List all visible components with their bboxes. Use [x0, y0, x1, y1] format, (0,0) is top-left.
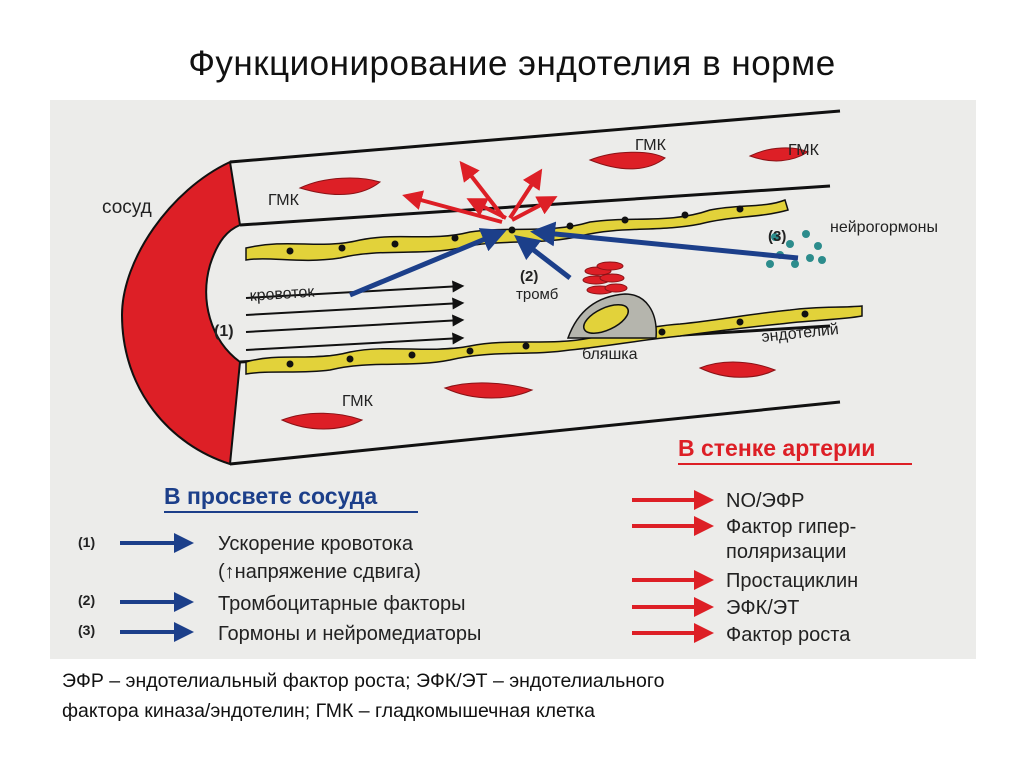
svg-text:Ускорение кровотока: Ускорение кровотока [218, 533, 414, 555]
label-smc-1: ГМК [268, 192, 300, 209]
blue-signal-arrows [349, 221, 799, 298]
label-smc-4: ГМК [342, 393, 374, 410]
legend-lumen-heading: В просвете сосуда [164, 483, 377, 509]
svg-text:(↑напряжение сдвига): (↑напряжение сдвига) [218, 561, 421, 583]
footnote-line-1: ЭФР – эндотелиальный фактор роста; ЭФК/Э… [62, 670, 665, 692]
endothelium-lower [245, 305, 863, 375]
endothelium-upper [245, 198, 789, 262]
svg-text:(3): (3) [78, 622, 95, 638]
label-blood-flow: кровоток [249, 283, 316, 305]
endothelium-diagram: сосуд ГМК ГМК ГМК ГМК кровоток (1) (2) т… [50, 100, 976, 659]
label-thrombus: тромб [516, 286, 558, 303]
label-marker-1: (1) [214, 323, 234, 340]
smooth-muscle-cells [280, 147, 810, 430]
svg-text:(2): (2) [78, 592, 95, 608]
legend-wall-hyper-2: поляризации [726, 541, 846, 563]
slide-title: Функционирование эндотелия в норме [188, 44, 836, 83]
neurohormone-particles [766, 230, 826, 268]
legend-wall-growth-factor: Фактор роста [726, 624, 851, 646]
legend-wall-heading: В стенке артерии [678, 435, 875, 461]
label-plaque: бляшка [582, 346, 638, 363]
svg-text:Гормоны и нейромедиаторы: Гормоны и нейромедиаторы [218, 623, 481, 645]
legend-lumen-item-1: (1) Ускорение кровотока (↑напряжение сдв… [78, 533, 421, 583]
vessel-cross-section [120, 160, 242, 466]
label-marker-3: (3) [768, 228, 786, 245]
legend-lumen-item-2: (2) Тромбоцитарные факторы [78, 592, 465, 615]
label-neurohormones: нейрогормоны [830, 219, 938, 236]
svg-text:(1): (1) [78, 534, 95, 550]
legend-wall-hyper-1: Фактор гипер- [726, 516, 856, 538]
label-smc-2: ГМК [635, 137, 667, 154]
label-marker-2: (2) [520, 268, 538, 285]
footnote: ЭФР – эндотелиальный фактор роста; ЭФК/Э… [62, 666, 962, 726]
footnote-line-2: фактора киназа/эндотелин; ГМК – гладкомы… [62, 700, 595, 722]
label-smc-3: ГМК [788, 142, 820, 159]
plaque [566, 293, 657, 339]
red-release-arrows [402, 160, 558, 224]
thrombus [582, 261, 628, 295]
legend-lumen-item-3: (3) Гормоны и нейромедиаторы [78, 622, 481, 645]
svg-text:Тромбоцитарные факторы: Тромбоцитарные факторы [218, 593, 465, 615]
label-vessel: сосуд [102, 197, 152, 218]
legend-wall-no: NO/ЭФР [726, 490, 804, 512]
legend-wall-efk-et: ЭФК/ЭТ [726, 597, 799, 619]
legend-wall-prostacyclin: Простациклин [726, 570, 858, 592]
legend-wall-items: NO/ЭФР Фактор гипер- поляризации Простац… [632, 490, 858, 646]
